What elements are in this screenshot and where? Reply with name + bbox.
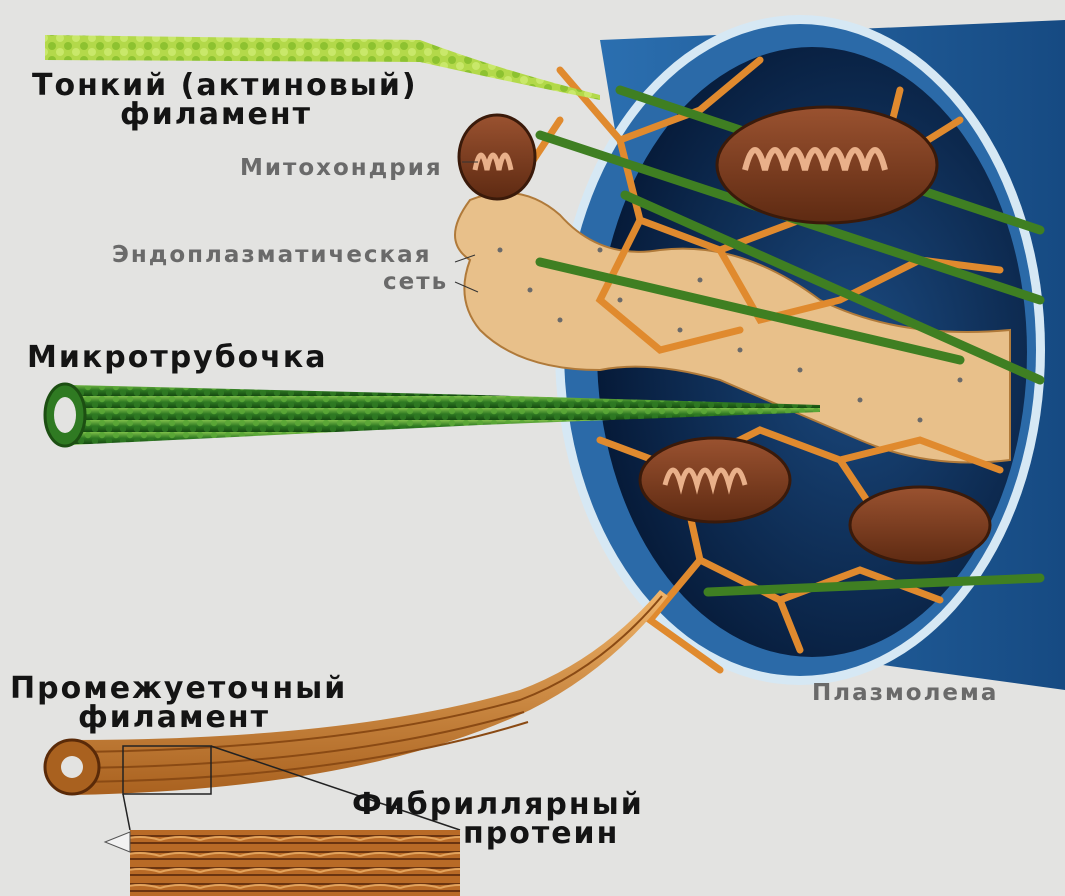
- label-intermediate-line2: филамент: [78, 702, 270, 734]
- label-plasmalemma: Плазмолема: [812, 681, 998, 705]
- label-fibrillar-line2: протеин: [463, 818, 619, 850]
- label-er-line1: Эндоплазматическая: [112, 243, 431, 267]
- fibrillar-protein: [105, 830, 460, 896]
- label-er-line2: сеть: [383, 270, 448, 294]
- label-mitochondria: Митохондрия: [240, 156, 443, 180]
- label-actin-filament-line2: филамент: [120, 99, 312, 131]
- label-microtubule: Микротрубочка: [27, 342, 328, 374]
